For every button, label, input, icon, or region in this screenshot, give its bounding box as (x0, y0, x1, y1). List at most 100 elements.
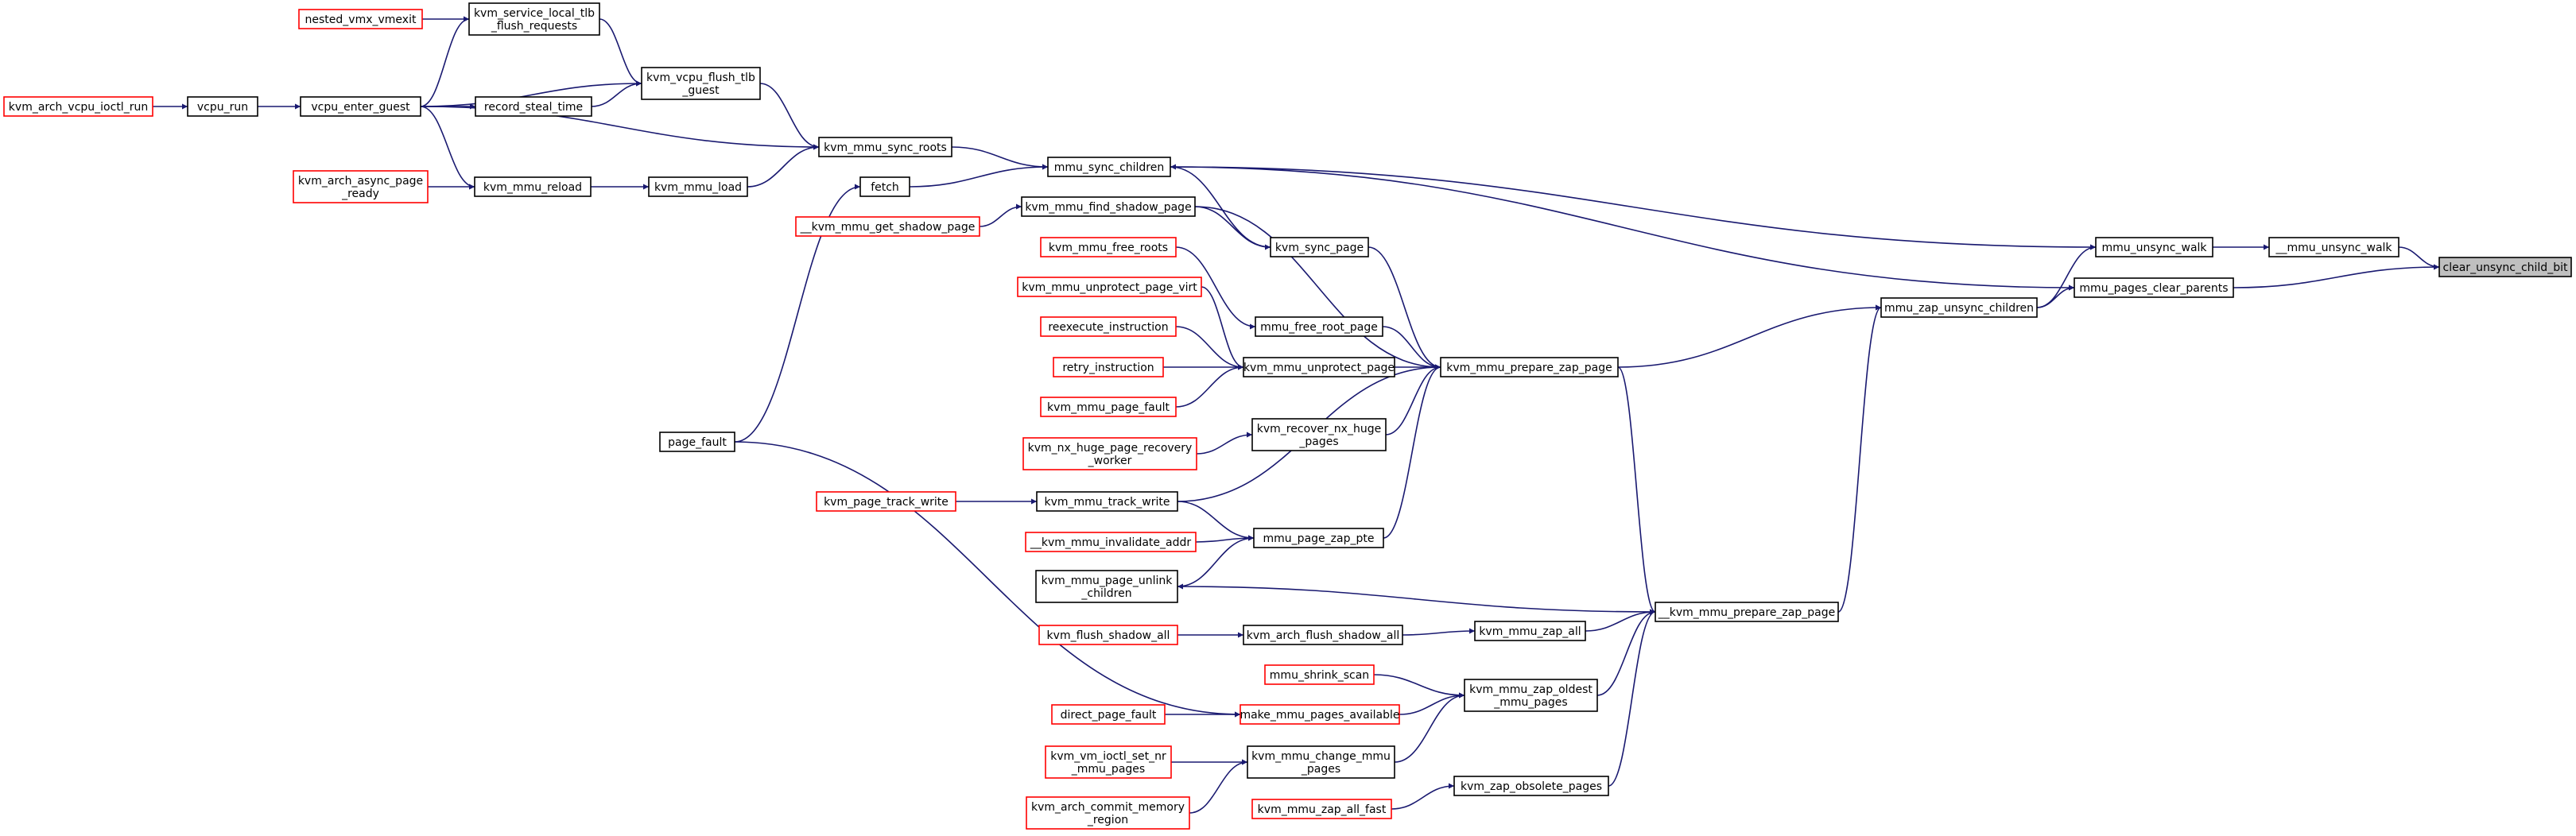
node-kvm-mmu-change-mmu-pages[interactable]: kvm_mmu_change_mmu_pages (1247, 745, 1395, 779)
node-kvm-arch-commit-memory-region[interactable]: kvm_arch_commit_memory_region (1026, 796, 1190, 830)
node-label: kvm_mmu_change_mmu (1251, 750, 1391, 763)
node-label: _mmu_pages (1071, 763, 1145, 776)
node-label: kvm_mmu_sync_roots (824, 141, 947, 154)
node-kvm-mmu-page-fault[interactable]: kvm_mmu_page_fault (1040, 397, 1177, 417)
node-mmu-free-root-page[interactable]: mmu_free_root_page (1255, 316, 1383, 337)
edge-kvm-zap-obsolete-pages-to-kvm-mmu-prepare-zap-page (1608, 609, 1656, 787)
node-box (1035, 570, 1178, 603)
node-label: kvm_arch_async_page (298, 175, 423, 188)
node-label: __kvm_mmu_invalidate_addr (1030, 536, 1192, 549)
node-box (1655, 602, 1839, 622)
node-label: kvm_vm_ioctl_set_nr (1050, 750, 1166, 763)
node-label: clear_unsync_child_bit (2443, 261, 2568, 274)
node-kvm-mmu-get-shadow-page[interactable]: __kvm_mmu_get_shadow_page (795, 216, 980, 237)
node-kvm-vm-ioctl-set-nr-mmu-pages[interactable]: kvm_vm_ioctl_set_nr_mmu_pages (1045, 745, 1172, 779)
node-box (474, 176, 592, 197)
node-vcpu-enter-guest[interactable]: vcpu_enter_guest (300, 96, 421, 117)
node-label: _guest (681, 84, 720, 97)
node-mmu-pages-clear-parents[interactable]: mmu_pages_clear_parents (2074, 277, 2234, 298)
node-kvm-mmu-unprotect-page[interactable]: kvm_mmu_unprotect_page (1243, 357, 1395, 377)
node-box (475, 96, 592, 117)
node-kvm-mmu-zap-all-fast[interactable]: kvm_mmu_zap_all_fast (1251, 799, 1392, 819)
node-kvm-vcpu-flush-tlb-guest[interactable]: kvm_vcpu_flush_tlb_guest (641, 67, 761, 100)
edge-kvm-mmu-get-shadow-page-to-kvm-mmu-find-shadow-page (979, 203, 1022, 227)
edge-vcpu-enter-guest-to-kvm-vcpu-flush-tlb-guest (420, 80, 642, 107)
edge-kvm-mmu-unprotect-page-virt-to-kvm-mmu-unprotect-page (1201, 286, 1244, 370)
node-box (1243, 625, 1403, 645)
node-kvm-flush-shadow-all[interactable]: kvm_flush_shadow_all (1038, 625, 1178, 645)
edges-layer (153, 16, 2440, 814)
node-vcpu-run[interactable]: vcpu_run (187, 96, 258, 117)
node-fetch[interactable]: fetch (859, 176, 910, 197)
node-retry-instruction[interactable]: retry_instruction (1053, 357, 1164, 377)
node-box (1251, 418, 1387, 451)
node-label: record_steal_time (484, 101, 583, 114)
node-kvm-mmu-zap-all[interactable]: kvm_mmu_zap_all (1474, 621, 1586, 641)
node-kvm-arch-vcpu-ioctl-run[interactable]: kvm_arch_vcpu_ioctl_run (3, 96, 153, 117)
node-nested-vmx-vmexit[interactable]: nested_vmx_vmexit (298, 9, 423, 29)
node-kvm-mmu-sync-roots[interactable]: kvm_mmu_sync_roots (818, 137, 952, 157)
node-kvm-zap-obsolete-pages[interactable]: kvm_zap_obsolete_pages (1453, 776, 1609, 796)
node-kvm-sync-page[interactable]: kvm_sync_page (1270, 237, 1369, 257)
node-mmu-unsync-walk[interactable]: __mmu_unsync_walk (2268, 237, 2399, 257)
node-kvm-service-local-tlb-flush-requests[interactable]: kvm_service_local_tlb_flush_requests (468, 2, 600, 36)
node-mmu-unsync-walk[interactable]: mmu_unsync_walk (2095, 237, 2213, 257)
node-label: mmu_shrink_scan (1270, 669, 1369, 682)
node-kvm-mmu-page-unlink-children[interactable]: kvm_mmu_page_unlink_children (1035, 570, 1178, 603)
node-page-fault[interactable]: page_fault (659, 432, 735, 452)
node-kvm-arch-flush-shadow-all[interactable]: kvm_arch_flush_shadow_all (1243, 625, 1403, 645)
node-record-steal-time[interactable]: record_steal_time (475, 96, 592, 117)
node-label: mmu_unsync_walk (2101, 242, 2207, 254)
node-label: mmu_sync_children (1054, 161, 1164, 174)
node-kvm-nx-huge-page-recovery-worker[interactable]: kvm_nx_huge_page_recovery_worker (1022, 437, 1197, 470)
edge-kvm-mmu-prepare-zap-page-to-mmu-zap-unsync-children (1617, 304, 1882, 368)
node-box (1255, 316, 1383, 337)
node-box (2268, 237, 2399, 257)
edge-kvm-vcpu-flush-tlb-guest-to-kvm-mmu-sync-roots (759, 83, 820, 150)
edge-kvm-mmu-prepare-zap-page-to-kvm-mmu-page-unlink-children (1177, 583, 1656, 613)
node-label: kvm_mmu_find_shadow_page (1025, 201, 1191, 214)
node-kvm-mmu-find-shadow-page[interactable]: kvm_mmu_find_shadow_page (1021, 196, 1196, 217)
node-box (795, 216, 980, 237)
nodes-layer: clear_unsync_child_bit__mmu_unsync_walkm… (3, 2, 2572, 830)
node-box (1251, 799, 1392, 819)
node-box (2438, 257, 2572, 277)
node-label: kvm_page_track_write (824, 496, 949, 509)
node-make-mmu-pages-available[interactable]: make_mmu_pages_available (1240, 704, 1400, 725)
edge-page-fault-to-fetch (734, 184, 861, 443)
node-kvm-mmu-prepare-zap-page[interactable]: kvm_mmu_prepare_zap_page (1440, 357, 1619, 377)
node-label: fetch (871, 181, 899, 194)
node-box (1474, 621, 1586, 641)
node-kvm-mmu-unprotect-page-virt[interactable]: kvm_mmu_unprotect_page_virt (1017, 277, 1202, 297)
node-box (1040, 316, 1177, 337)
node-kvm-mmu-invalidate-addr[interactable]: __kvm_mmu_invalidate_addr (1025, 532, 1197, 552)
node-label: kvm_nx_huge_page_recovery (1028, 442, 1193, 455)
node-box (1880, 297, 2038, 318)
node-mmu-page-zap-pte[interactable]: mmu_page_zap_pte (1253, 528, 1384, 548)
node-kvm-mmu-load[interactable]: kvm_mmu_load (648, 176, 748, 197)
node-label: make_mmu_pages_available (1240, 709, 1399, 722)
edge-kvm-mmu-prepare-zap-page-to-mmu-zap-unsync-children (1837, 304, 1882, 613)
node-direct-page-fault[interactable]: direct_page_fault (1051, 704, 1166, 725)
node-box (1038, 625, 1178, 645)
node-label: kvm_mmu_prepare_zap_page (1446, 362, 1612, 374)
node-box (818, 137, 952, 157)
node-kvm-mmu-track-write[interactable]: kvm_mmu_track_write (1036, 491, 1178, 512)
node-box (1036, 491, 1178, 512)
node-clear-unsync-child-bit[interactable]: clear_unsync_child_bit (2438, 257, 2572, 277)
node-mmu-shrink-scan[interactable]: mmu_shrink_scan (1264, 664, 1375, 685)
node-box (2074, 277, 2234, 298)
node-kvm-mmu-reload[interactable]: kvm_mmu_reload (474, 176, 592, 197)
node-reexecute-instruction[interactable]: reexecute_instruction (1040, 316, 1177, 337)
node-label: mmu_page_zap_pte (1263, 532, 1375, 545)
node-kvm-page-track-write[interactable]: kvm_page_track_write (816, 491, 956, 512)
node-mmu-zap-unsync-children[interactable]: mmu_zap_unsync_children (1880, 297, 2038, 318)
node-kvm-mmu-free-roots[interactable]: kvm_mmu_free_roots (1040, 237, 1177, 257)
node-kvm-mmu-zap-oldest-mmu-pages[interactable]: kvm_mmu_zap_oldest_mmu_pages (1464, 679, 1598, 712)
node-kvm-arch-async-page-ready[interactable]: kvm_arch_async_page_ready (293, 170, 429, 203)
node-kvm-recover-nx-huge-pages[interactable]: kvm_recover_nx_huge_pages (1251, 418, 1387, 451)
edge-mmu-zap-unsync-children-to-mmu-pages-clear-parents (2036, 284, 2075, 308)
node-mmu-sync-children[interactable]: mmu_sync_children (1047, 157, 1171, 177)
node-kvm-mmu-prepare-zap-page[interactable]: __kvm_mmu_prepare_zap_page (1655, 602, 1839, 622)
node-label: kvm_mmu_track_write (1044, 496, 1170, 509)
